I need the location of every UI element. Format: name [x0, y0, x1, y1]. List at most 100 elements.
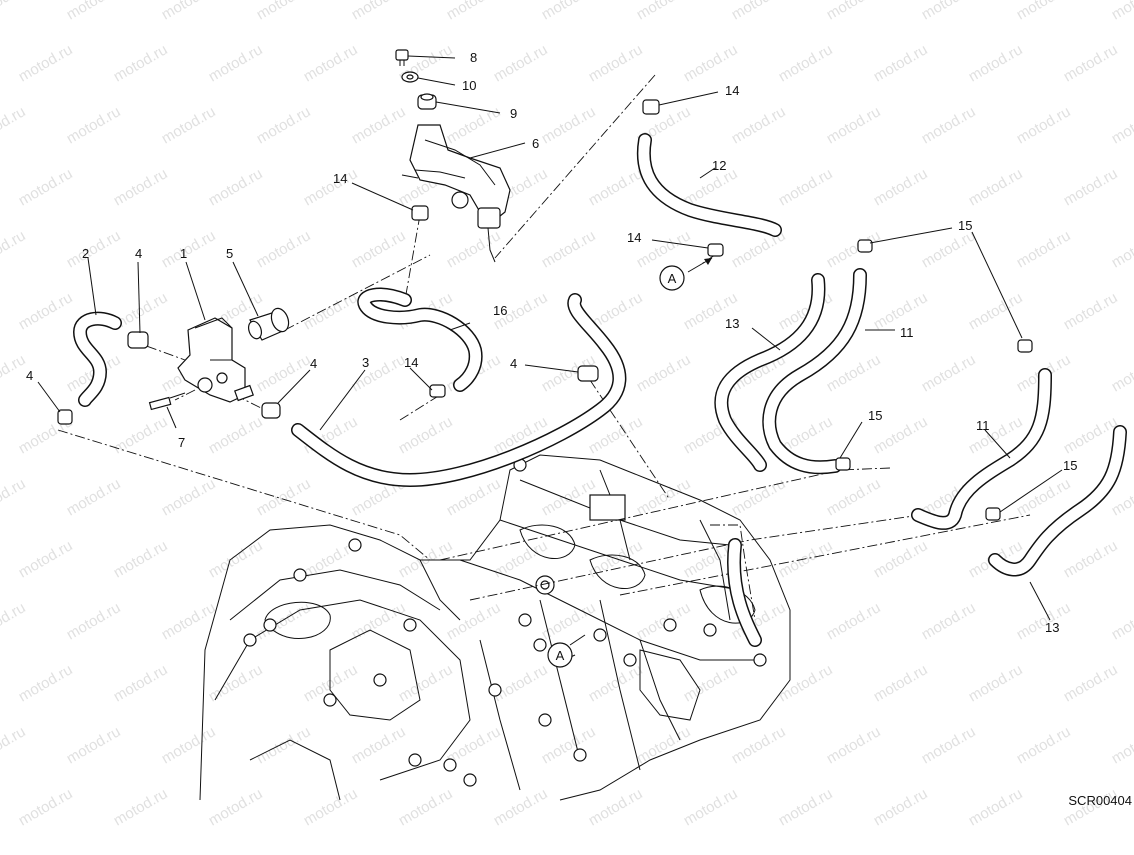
washer-10	[401, 71, 419, 83]
watermark-text: motod.ru	[0, 0, 28, 23]
callout-11-b: 11	[976, 418, 990, 433]
watermark-text: motod.ru	[539, 103, 599, 147]
watermark-text: motod.ru	[111, 165, 171, 209]
watermark-text: motod.ru	[539, 599, 599, 643]
watermark-text: motod.ru	[349, 0, 409, 23]
watermark-text: motod.ru	[1014, 227, 1074, 271]
watermark-text: motod.ru	[1109, 351, 1134, 395]
watermark-text: motod.ru	[1061, 661, 1121, 705]
watermark-text: motod.ru	[444, 0, 504, 23]
watermark-text: motod.ru	[254, 103, 314, 147]
watermark-text: motod.ru	[396, 661, 456, 705]
callout-8: 8	[470, 50, 477, 65]
clamp-15-a	[857, 239, 873, 253]
callout-12: 12	[712, 158, 726, 173]
reference-marker-a-lower: A	[547, 634, 586, 668]
grommet-9	[417, 93, 437, 110]
watermark-text: motod.ru	[824, 723, 884, 767]
callout-15-b: 15	[868, 408, 882, 423]
watermark-text: motod.ru	[396, 537, 456, 581]
watermark-text: motod.ru	[634, 723, 694, 767]
watermark-text: motod.ru	[729, 475, 789, 519]
watermark-text: motod.ru	[159, 227, 219, 271]
watermark-text: motod.ru	[301, 41, 361, 85]
watermark-text: motod.ru	[491, 661, 551, 705]
watermark-text: motod.ru	[349, 103, 409, 147]
clamp-4-d	[577, 365, 599, 382]
callout-11-a: 11	[900, 325, 914, 340]
watermark-text: motod.ru	[1014, 723, 1074, 767]
watermark-text: motod.ru	[586, 41, 646, 85]
watermark-text: motod.ru	[349, 351, 409, 395]
watermark-text: motod.ru	[159, 0, 219, 23]
watermark-text: motod.ru	[1014, 599, 1074, 643]
watermark-text: motod.ru	[396, 785, 456, 829]
reference-letter-lower: A	[556, 648, 565, 663]
watermark-text: motod.ru	[254, 599, 314, 643]
hose-3	[291, 293, 627, 487]
watermark-text: motod.ru	[634, 475, 694, 519]
watermark-text: motod.ru	[1061, 289, 1121, 333]
callout-1: 1	[180, 246, 187, 261]
reference-marker-a-upper: A	[659, 257, 713, 291]
watermark-text: motod.ru	[111, 41, 171, 85]
watermark-text: motod.ru	[0, 599, 28, 643]
watermark-text: motod.ru	[64, 0, 124, 23]
watermark-text: motod.ru	[1109, 599, 1134, 643]
watermark-text: motod.ru	[111, 537, 171, 581]
hose-2	[73, 311, 122, 407]
callout-14-b: 14	[333, 171, 347, 186]
callout-13-a: 13	[725, 316, 739, 331]
clamp-4-c	[261, 402, 281, 419]
watermark-text: motod.ru	[824, 103, 884, 147]
hose-16	[357, 287, 483, 392]
watermark-text: motod.ru	[301, 785, 361, 829]
watermark-text: motod.ru	[681, 661, 741, 705]
hose-11-left	[762, 268, 867, 475]
callout-15-c: 15	[1063, 458, 1077, 473]
callout-7: 7	[178, 435, 185, 450]
callout-3: 3	[362, 355, 369, 370]
callout-2: 2	[82, 246, 89, 261]
watermark-text: motod.ru	[111, 785, 171, 829]
watermark-text: motod.ru	[0, 103, 28, 147]
watermark-text: motod.ru	[206, 41, 266, 85]
watermark-text: motod.ru	[1014, 0, 1074, 23]
watermark-text: motod.ru	[776, 661, 836, 705]
valve-body-1	[177, 317, 254, 403]
watermark-text: motod.ru	[254, 351, 314, 395]
watermark-text: motod.ru	[729, 0, 789, 23]
callout-14-d: 14	[404, 355, 418, 370]
watermark-text: motod.ru	[871, 785, 931, 829]
watermark-text: motod.ru	[444, 103, 504, 147]
watermark-text: motod.ru	[776, 165, 836, 209]
engine-side-hose	[727, 538, 762, 647]
watermark-text: motod.ru	[1109, 0, 1134, 23]
watermark-text: motod.ru	[64, 599, 124, 643]
sleeve-5	[247, 307, 290, 341]
watermark-text: motod.ru	[634, 351, 694, 395]
callout-16: 16	[493, 303, 507, 318]
clamp-4-a	[57, 409, 73, 425]
clamp-14-d	[429, 384, 446, 398]
callout-5: 5	[226, 246, 233, 261]
watermark-text: motod.ru	[586, 165, 646, 209]
clamps	[57, 99, 1033, 521]
watermark-text: motod.ru	[254, 0, 314, 23]
watermark-text: motod.ru	[1061, 165, 1121, 209]
watermark-text: motod.ru	[349, 723, 409, 767]
watermark-text: motod.ru	[301, 165, 361, 209]
clamp-4-b	[127, 331, 149, 349]
hose-11-right	[911, 368, 1052, 530]
watermark-text: motod.ru	[919, 227, 979, 271]
clamp-15-b	[835, 457, 851, 471]
callout-labels: 8 10 9 6 14 14 14 14 12 15 15 15 11 11 1…	[26, 50, 1077, 635]
watermark-text: motod.ru	[64, 475, 124, 519]
watermark-text: motod.ru	[111, 413, 171, 457]
watermark-text: motod.ru	[1061, 537, 1121, 581]
watermark-text: motod.ru	[1109, 227, 1134, 271]
watermark-text: motod.ru	[254, 723, 314, 767]
watermark-text: motod.ru	[919, 0, 979, 23]
watermark-text: motod.ru	[206, 537, 266, 581]
